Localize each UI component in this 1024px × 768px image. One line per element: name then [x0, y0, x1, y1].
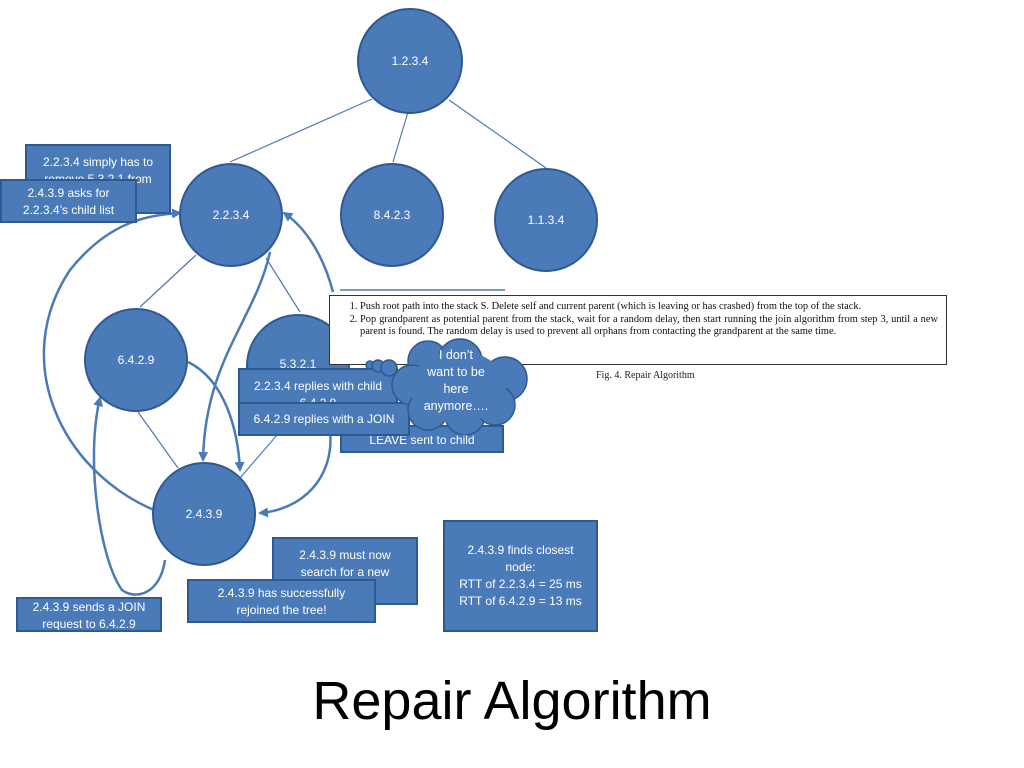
- node-circle: [494, 168, 598, 272]
- node-n4: 1.1.3.4: [494, 168, 598, 272]
- callout-must-search: 2.4.3.9 must now search for a new: [272, 537, 418, 605]
- edge-n2-n5: [139, 254, 197, 308]
- edge-n1-n3: [392, 111, 409, 163]
- callout-rejoined: 2.4.3.9 has successfully rejoined the tr…: [187, 579, 376, 623]
- callout-asks-child-list: 2.4.3.9 asks for 2.2.3.4’s child list: [0, 179, 137, 223]
- callout-finds-closest: 2.4.3.9 finds closest node: RTT of 2.2.3…: [443, 520, 598, 632]
- thought-bubble-large: [380, 359, 398, 377]
- paper-excerpt: Push root path into the stack S. Delete …: [329, 295, 947, 365]
- callout-sends-join: 2.4.3.9 sends a JOIN request to 6.4.2.9: [16, 597, 162, 632]
- edge-n1-n4: [448, 99, 547, 169]
- message-arrows: [42, 208, 335, 596]
- node-label: 1.1.3.4: [528, 213, 565, 227]
- arrow-leave-to-n7: [258, 429, 332, 518]
- node-n5: 6.4.2.9: [84, 308, 188, 412]
- figure-caption: Fig. 4. Repair Algorithm: [596, 370, 695, 381]
- excerpt-step-1: Push root path into the stack S. Delete …: [360, 301, 938, 314]
- slide-title: Repair Algorithm: [312, 671, 712, 731]
- node-circle: [179, 163, 283, 267]
- node-n3: 8.4.2.3: [340, 163, 444, 267]
- edge-n5-n7: [137, 411, 179, 469]
- node-circle: [152, 462, 256, 566]
- node-label: 1.2.3.4: [392, 54, 429, 68]
- node-n2: 2.2.3.4: [179, 163, 283, 267]
- node-label: 8.4.2.3: [374, 208, 411, 222]
- node-n7: 2.4.3.9: [152, 462, 256, 566]
- cloud-text: I don’t want to be here anymore….: [423, 348, 489, 413]
- node-label: 6.4.2.9: [118, 353, 155, 367]
- node-circle: [340, 163, 444, 267]
- arrow-n7-to-n5: [92, 396, 167, 596]
- edge-n1-n2: [229, 98, 373, 163]
- cloud-body: [391, 338, 528, 435]
- arrow-n7-to-n2: [42, 208, 182, 512]
- callout-replies-with-child: 2.2.3.4 replies with child 6.4.2.9: [238, 368, 398, 404]
- node-label: 5.3.2.1: [280, 357, 317, 371]
- node-n1: 1.2.3.4: [357, 8, 463, 114]
- excerpt-step-2: Pop grandparent as potential parent from…: [360, 314, 938, 339]
- arrow-n5-to-n7: [187, 360, 245, 472]
- node-circle: [357, 8, 463, 114]
- node-circle: [84, 308, 188, 412]
- node-label: 2.4.3.9: [186, 507, 223, 521]
- callout-replies-with-join: 6.4.2.9 replies with a JOIN: [238, 402, 410, 436]
- arrow-n2-to-n7: [198, 251, 272, 462]
- arrow-n6-to-n2: [282, 211, 335, 293]
- edge-n2-n6: [265, 257, 301, 313]
- thought-cloud: [365, 338, 528, 435]
- node-label: 2.2.3.4: [213, 208, 250, 222]
